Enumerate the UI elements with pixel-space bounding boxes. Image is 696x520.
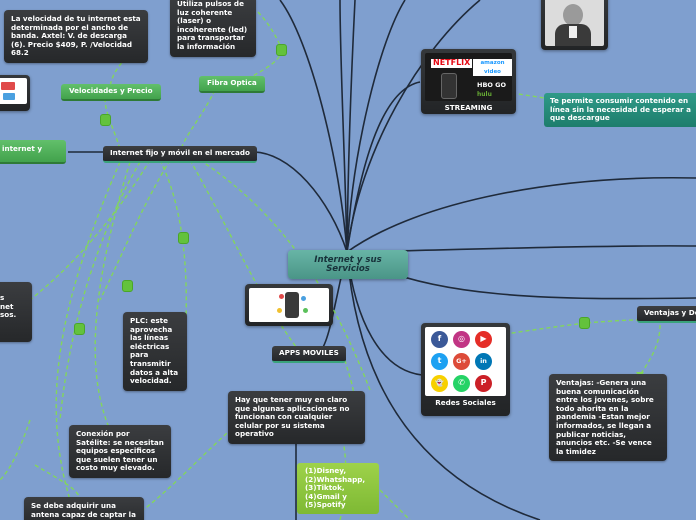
satelite-text-node[interactable]: Conexión por Satélite: se necesitan equi… (69, 425, 171, 478)
hbo-go-logo: HBO GO (477, 81, 507, 89)
branch-line-top2 (339, 0, 348, 253)
social-icons-grid: f ◎ ▶ t G+ in 👻 ✆ P (425, 327, 506, 396)
left-image-card[interactable] (0, 75, 30, 111)
connector-handle[interactable] (276, 44, 287, 56)
whatsapp-icon: ✆ (453, 375, 470, 392)
velocidad-text-node[interactable]: La velocidad de tu internet esta determi… (4, 10, 148, 63)
connector-handle[interactable] (122, 280, 133, 292)
streaming-label: STREAMING (444, 103, 493, 112)
branch-line-top5 (346, 0, 481, 253)
fibra-text-node[interactable]: Utiliza pulsos de luz coherente (laser) … (170, 0, 256, 57)
facebook-icon: f (431, 331, 448, 348)
connector-handle[interactable] (100, 114, 111, 126)
branch-line-bottom-right (346, 251, 541, 520)
apps-list-text: (1)Disney, (2)Whatshapp, (3)Tiktok, (4)G… (305, 466, 366, 510)
antena-text: Se debe adquirir una antena capaz de cap… (31, 501, 136, 519)
redes-sociales-card[interactable]: f ◎ ▶ t G+ in 👻 ✆ P Redes Sociales (421, 323, 510, 416)
instagram-icon: ◎ (453, 331, 470, 348)
internet-y-node[interactable]: internet y (0, 140, 66, 164)
apps-image (249, 288, 329, 322)
ventajas-label: Ventajas y De (644, 308, 696, 317)
internet-fijo-movil-label: Internet fijo y móvil en el mercado (110, 148, 250, 157)
hulu-logo: hulu (477, 91, 492, 98)
velocidades-precio-node[interactable]: Velocidades y Precio (61, 84, 161, 101)
ventajas-text-node[interactable]: Ventajas: -Genera una buena comunicación… (549, 374, 667, 462)
pinterest-icon: P (475, 375, 492, 392)
apps-moviles-label: APPS MOVILES (279, 348, 339, 357)
connector-handle[interactable] (579, 317, 590, 329)
left-cut-text: s net sos. (0, 293, 17, 320)
youtube-icon: ▶ (475, 331, 492, 348)
apps-list-node[interactable]: (1)Disney, (2)Whatshapp, (3)Tiktok, (4)G… (297, 463, 379, 514)
apps-moviles-node[interactable]: APPS MOVILES (272, 346, 346, 363)
google-plus-icon: G+ (453, 353, 470, 370)
connector-handle[interactable] (74, 323, 85, 335)
left-image-thumbnail (0, 78, 27, 104)
branch-line-top4 (346, 0, 406, 253)
fibra-optica-node[interactable]: Fibra Optica (199, 76, 265, 93)
left-cut-text-node[interactable]: s net sos. (0, 282, 32, 342)
streaming-text: Te permite consumir contenido en línea s… (550, 96, 691, 123)
fibra-text: Utiliza pulsos de luz coherente (laser) … (177, 0, 248, 51)
amazon-video-logo: amazon video (473, 59, 512, 77)
internet-y-label: internet y (2, 144, 43, 153)
netflix-logo: NETFLIX (431, 58, 473, 68)
antena-text-node[interactable]: Se debe adquirir una antena capaz de cap… (24, 497, 144, 520)
apps-image-card[interactable] (245, 284, 333, 326)
twitter-icon: t (431, 353, 448, 370)
ventajas-text: Ventajas: -Genera una buena comunicación… (556, 378, 654, 456)
linkedin-icon: in (475, 353, 492, 370)
ventajas-node[interactable]: Ventajas y De (637, 306, 696, 323)
branch-line-streaming (346, 81, 421, 253)
streaming-text-node[interactable]: Te permite consumir contenido en línea s… (544, 93, 696, 127)
apps-text-node[interactable]: Hay que tener muy en claro que algunas a… (228, 391, 365, 444)
fibra-optica-label: Fibra Optica (207, 78, 257, 87)
branch-line-top3 (346, 0, 356, 253)
satelite-text: Conexión por Satélite: se necesitan equi… (76, 429, 164, 473)
velocidad-text: La velocidad de tu internet esta determi… (11, 14, 141, 58)
streaming-card[interactable]: NETFLIX amazon video HBO GO hulu STREAMI… (421, 49, 516, 114)
velocidades-precio-label: Velocidades y Precio (69, 86, 153, 95)
internet-fijo-movil-node[interactable]: Internet fijo y móvil en el mercado (103, 146, 257, 163)
apps-text: Hay que tener muy en claro que algunas a… (235, 395, 350, 439)
central-topic-label: Internet y sus Servicios (314, 255, 382, 274)
portrait-image-card[interactable] (541, 0, 608, 50)
redes-sociales-label: Redes Sociales (435, 398, 496, 407)
plc-text-node[interactable]: PLC: este aprovecha las líneas eléctrica… (123, 312, 187, 391)
streaming-image: NETFLIX amazon video HBO GO hulu (425, 53, 512, 101)
branch-line-internet-fijo (249, 151, 348, 253)
branch-line-top1 (279, 0, 348, 253)
tv-remote-icon (441, 73, 457, 99)
central-topic[interactable]: Internet y sus Servicios (288, 250, 408, 280)
portrait-image (545, 0, 604, 46)
snapchat-icon: 👻 (431, 375, 448, 392)
connector-handle[interactable] (178, 232, 189, 244)
plc-text: PLC: este aprovecha las líneas eléctrica… (130, 316, 179, 386)
branch-line-right1 (346, 176, 696, 253)
